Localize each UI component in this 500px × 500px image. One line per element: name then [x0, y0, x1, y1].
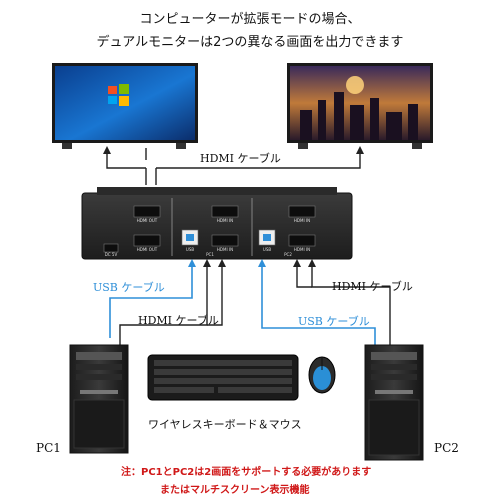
- pc1-tower: [69, 344, 129, 454]
- label-hdmi-cable-top: HDMI ケーブル: [200, 152, 281, 165]
- label-pc2: PC2: [434, 441, 459, 455]
- left-monitor-foot-right: [176, 143, 186, 149]
- label-pc1: PC1: [36, 441, 61, 455]
- usb-arrow-pc1: [188, 259, 196, 267]
- kvm-switch: [81, 187, 353, 260]
- label-usb-2: USB: [262, 247, 272, 252]
- label-usb-cable-right: USB ケーブル: [298, 315, 370, 328]
- label-hdmi-out-2: HDMI OUT: [136, 247, 158, 252]
- label-pc1-mark: PC1: [206, 252, 214, 257]
- hdmi-out-port-2: [133, 234, 161, 247]
- arrow-left-monitor: [103, 146, 111, 154]
- label-hdmi-cable-mid: HDMI ケーブル: [138, 314, 219, 327]
- fireworks: [346, 76, 364, 94]
- header-line-1: コンピューターが拡張モードの場合、: [139, 12, 361, 27]
- label-hdmi-in-4: HDMI IN: [293, 247, 311, 252]
- hdmi-cable-pc2-b: [296, 265, 312, 288]
- dc-port: [103, 243, 119, 253]
- header-line-2: デュアルモニターは2つの異なる画面を出力できます: [96, 35, 404, 50]
- hdmi-in-port-3: [288, 205, 316, 218]
- hdmi-in-port-4: [288, 234, 316, 247]
- windows-logo-icon: [108, 84, 129, 106]
- hdmi-cables-top: [106, 148, 361, 185]
- switch-top-edge: [97, 187, 337, 195]
- pc2-tower: [364, 344, 424, 461]
- right-monitor-foot-left: [298, 143, 308, 149]
- label-hdmi-in-2: HDMI IN: [216, 247, 234, 252]
- keyboard-icon: [147, 354, 299, 401]
- label-hdmi-cable-right: HDMI ケーブル: [332, 280, 413, 293]
- hdmi-cable-pc1-b: [207, 265, 223, 326]
- hdmi-cable-pc1-a: [119, 265, 208, 345]
- note-line-1: 注：PC1とPC2は2画面をサポートする必要があります: [121, 467, 372, 478]
- label-keyboard-mouse: ワイヤレスキーボード＆マウス: [148, 418, 302, 431]
- hdmi-in-port-1: [211, 205, 239, 218]
- mouse-icon: [308, 356, 336, 394]
- note-line-2: またはマルチスクリーン表示機能: [160, 485, 310, 496]
- left-monitor: [52, 63, 198, 149]
- usb-arrow-pc2: [258, 259, 266, 267]
- label-hdmi-out-1: HDMI OUT: [136, 218, 158, 223]
- hdmi-cable-pc2-a: [311, 265, 391, 345]
- hdmi-in-port-2: [211, 234, 239, 247]
- arrow-right-monitor: [356, 146, 364, 154]
- label-pc2-mark: PC2: [284, 252, 292, 257]
- label-dc-in: DC 5V: [104, 252, 118, 257]
- label-usb-cable-left: USB ケーブル: [93, 281, 165, 294]
- hdmi-out-port-1: [133, 205, 161, 218]
- label-usb-1: USB: [185, 247, 195, 252]
- usb-cable-pc2: [261, 265, 376, 345]
- label-hdmi-in-3: HDMI IN: [293, 218, 311, 223]
- label-hdmi-in-1: HDMI IN: [216, 218, 234, 223]
- left-monitor-foot-left: [62, 143, 72, 149]
- usb-cable-pc1: [109, 265, 193, 338]
- right-monitor-foot-right: [412, 143, 422, 149]
- city-skyline: [300, 92, 418, 140]
- right-monitor: [287, 63, 433, 149]
